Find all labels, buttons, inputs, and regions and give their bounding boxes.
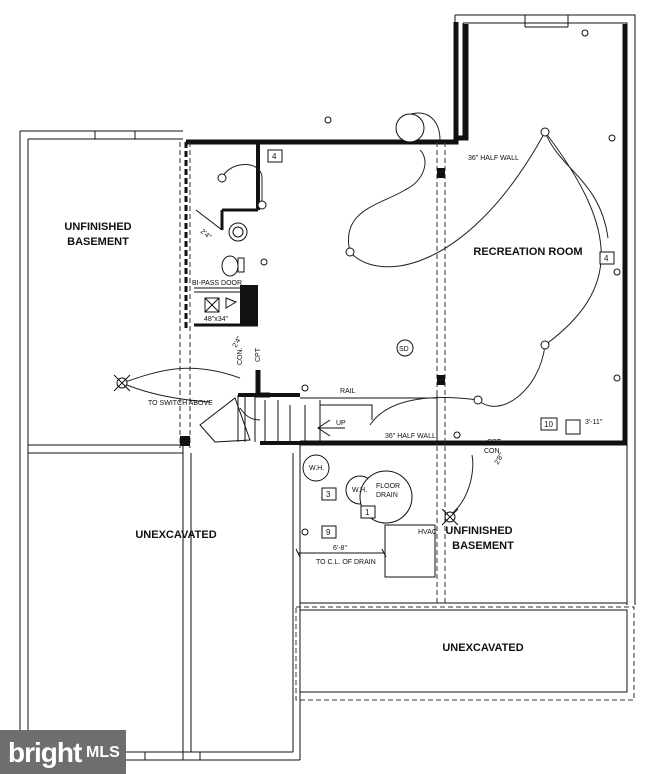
light-icon: [540, 127, 550, 137]
note-con-left: CON.: [237, 347, 244, 365]
light-icon: [345, 247, 355, 257]
note-shower-size: 48"x34": [204, 316, 229, 323]
note-rail: RAIL: [340, 388, 356, 395]
note-wh-2: W.H.: [352, 487, 367, 494]
electrical-wiring: [121, 112, 609, 516]
recreation-room-walls: [184, 22, 628, 446]
watermark-brand: bright: [8, 737, 82, 768]
wall-block: [240, 285, 258, 325]
note-bipass-door: BI-PASS DOOR: [192, 280, 242, 287]
fixtures: [113, 29, 621, 536]
light-icon: [473, 395, 483, 405]
room-label-unexcavated-left: UNEXCAVATED: [135, 529, 216, 541]
tag-1: 1: [365, 508, 370, 517]
note-hvac: HVAC: [418, 529, 437, 536]
tag-boxes: [267, 149, 615, 539]
light-icon: [217, 173, 227, 183]
outlet-icon: [453, 431, 461, 439]
note-con-right: CON.: [484, 448, 502, 455]
smoke-detector-icon: [396, 339, 414, 357]
outlet-icon: [260, 258, 268, 266]
toilet-icon: [221, 255, 239, 277]
room-label-unfinished-basement-left-2: BASEMENT: [67, 236, 129, 248]
note-to-cl-of-drain: TO C.L. OF DRAIN: [316, 559, 376, 566]
note-dim-3-11: 3'-11": [585, 419, 603, 426]
exterior-light-icon: [395, 113, 425, 143]
note-smoke-detector: SD: [399, 346, 409, 353]
light-icon: [540, 340, 550, 350]
outlet-icon: [613, 374, 621, 382]
stairs: [199, 395, 437, 443]
tag-4-top: 4: [272, 152, 277, 161]
mechanical: [295, 454, 436, 578]
note-dim-2-4-b: 2'4": [232, 335, 244, 349]
outlet-icon: [608, 134, 616, 142]
light-icon: [257, 200, 267, 210]
room-label-unexcavated-bottom: UNEXCAVATED: [442, 642, 523, 654]
note-half-wall-bottom: 36" HALF WALL: [385, 433, 436, 440]
note-half-wall-top: 36" HALF WALL: [468, 155, 519, 162]
note-cpt-right: CPT: [487, 439, 502, 446]
exterior-walls: [19, 14, 636, 761]
note-floor-drain-2: DRAIN: [376, 492, 398, 499]
outlet-icon: [581, 29, 589, 37]
outlet-icon: [301, 384, 309, 392]
water-heater-1-icon: [302, 454, 330, 482]
room-label-unfinished-basement-right: UNFINISHED: [445, 525, 512, 537]
watermark-suffix: MLS: [86, 744, 120, 761]
tag-10: 10: [544, 420, 553, 429]
outlet-icon: [301, 528, 309, 536]
outlet-icon: [613, 268, 621, 276]
note-to-switch-above: TO SWITCH ABOVE: [148, 400, 213, 407]
room-label-unfinished-basement-right-2: BASEMENT: [452, 540, 514, 552]
beams: [179, 142, 446, 605]
note-up: UP: [336, 420, 346, 427]
room-label-unfinished-basement-left: UNFINISHED: [64, 221, 131, 233]
panel-icon: [565, 419, 581, 435]
room-label-recreation-room: RECREATION ROOM: [473, 246, 582, 258]
tag-3: 3: [326, 490, 331, 499]
tag-9: 9: [326, 528, 331, 537]
hvac-unit: [384, 524, 436, 578]
tag-4-right: 4: [604, 254, 609, 263]
note-wh-1: W.H.: [309, 465, 324, 472]
lower-partitions: [28, 444, 635, 760]
note-dim-drain: 6'-8": [333, 545, 347, 552]
outlet-icon: [324, 116, 332, 124]
note-floor-drain: FLOOR: [376, 483, 400, 490]
note-dim-2-4-a: 2'4": [199, 228, 213, 241]
note-cpt-left: CPT: [255, 347, 262, 362]
brightmls-watermark: bright MLS: [0, 730, 126, 774]
bathroom-fixtures: [194, 209, 248, 313]
